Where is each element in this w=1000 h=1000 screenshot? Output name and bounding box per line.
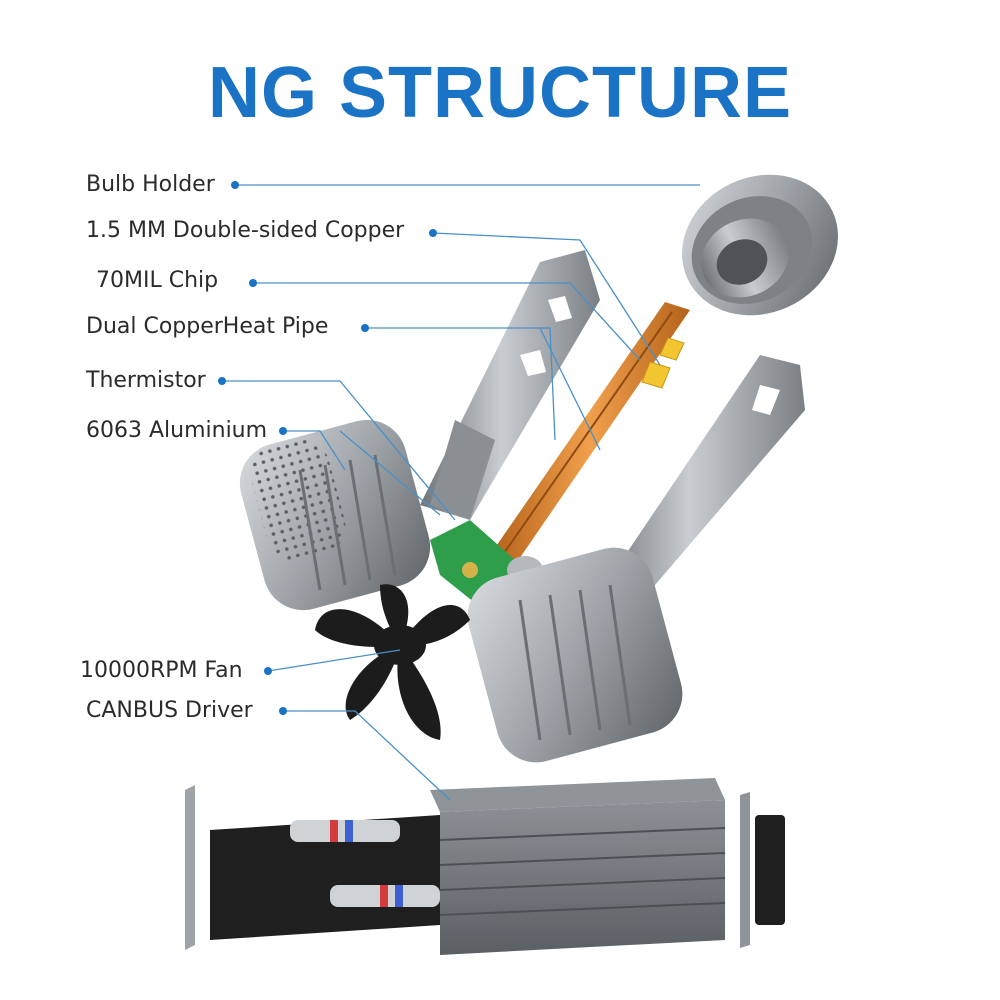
page-title: NG STRUCTURE: [208, 53, 792, 133]
fan-part: [315, 584, 470, 740]
label-driver: CANBUS Driver: [86, 698, 253, 723]
left-bulb-part: [239, 250, 600, 611]
label-aluminium: 6063 Aluminium: [86, 418, 268, 443]
canbus-driver-part: [185, 778, 785, 955]
bulb-holder-part: [682, 174, 838, 316]
label-bulb-holder: Bulb Holder: [86, 172, 215, 197]
leader-dots: [218, 181, 437, 715]
label-copper-board: 1.5 MM Double-sided Copper: [86, 218, 405, 243]
leader-lines: [222, 184, 700, 801]
right-bulb-part: [467, 355, 805, 763]
label-fan: 10000RPM Fan: [80, 658, 243, 683]
label-thermistor: Thermistor: [86, 368, 206, 393]
label-heat-pipe: Dual CopperHeat Pipe: [86, 314, 329, 339]
label-chip: 70MIL Chip: [96, 268, 219, 293]
